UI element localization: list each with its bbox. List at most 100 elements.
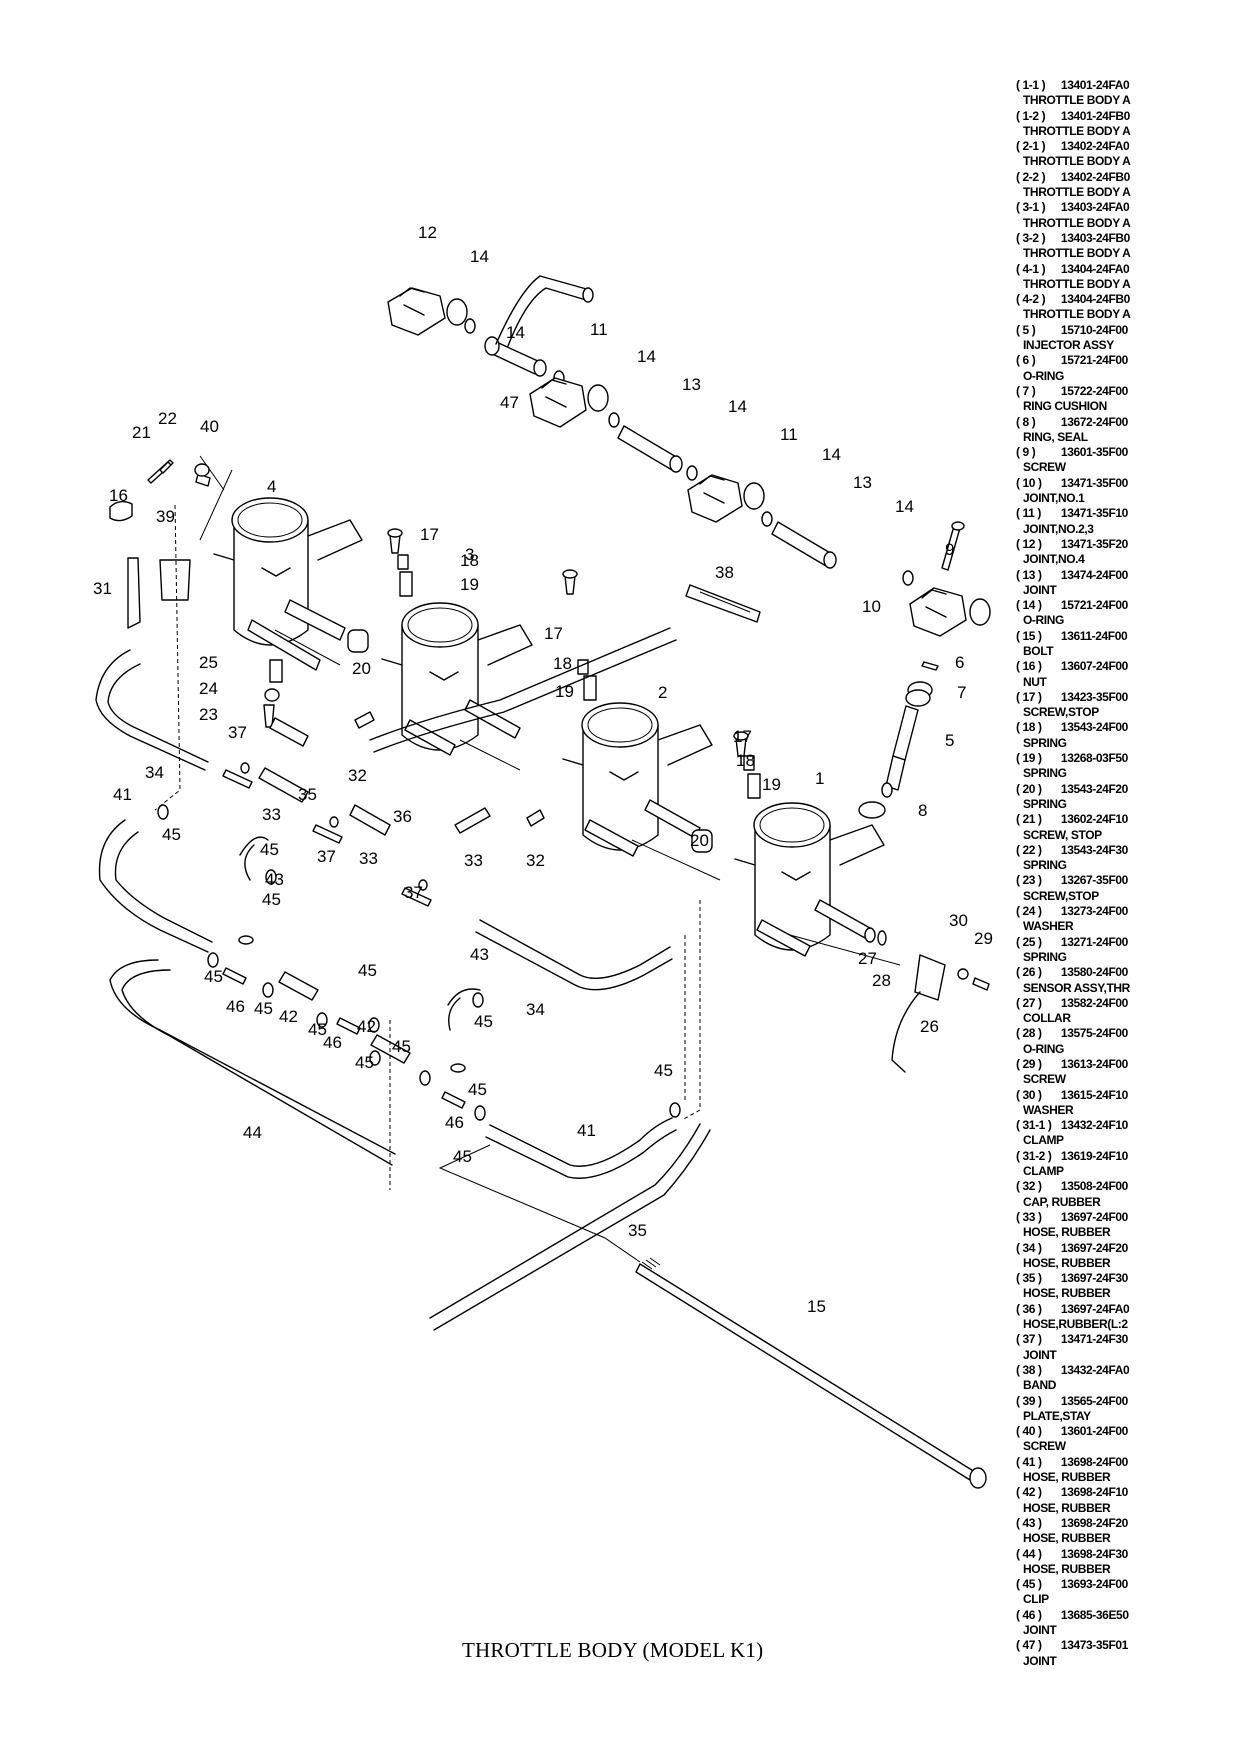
parts-list-item-header: ( 39 ) 13565-24F00: [1016, 1394, 1238, 1409]
part-name: JOINT: [1023, 1347, 1057, 1362]
part-name: THROTTLE BODY A: [1023, 307, 1131, 322]
part-name: WASHER: [1023, 919, 1074, 934]
part-name: THROTTLE BODY A: [1023, 185, 1131, 200]
callout-label: 5: [945, 731, 954, 750]
callout-label: 1: [815, 769, 824, 788]
callout-label: 14: [822, 445, 841, 464]
part-name: HOSE, RUBBER: [1023, 1500, 1111, 1515]
part-number: 13575-24F00: [1058, 1026, 1128, 1041]
part-ref-number: ( 3-1 ): [1016, 200, 1046, 215]
callout-label: 34: [145, 763, 164, 782]
part-number: 13402-24FA0: [1058, 139, 1130, 154]
callout-label: 19: [762, 775, 781, 794]
callout-label: 45: [262, 890, 281, 909]
part-name: BAND: [1023, 1378, 1057, 1393]
o-ring: [464, 318, 476, 334]
callout-label: 22: [158, 409, 177, 428]
throttle-body-3: [381, 602, 533, 756]
callout-label: 13: [853, 473, 872, 492]
part-name: WASHER: [1023, 1102, 1074, 1117]
part-name: SPRING: [1023, 949, 1067, 964]
part-name: SPRING: [1023, 858, 1067, 873]
parts-list-item-header: ( 23 ) 13267-35F00: [1016, 873, 1238, 888]
part-ref-number: ( 1-1 ): [1016, 78, 1046, 92]
parts-list-item-header: ( 19 ) 13268-03F50: [1016, 751, 1238, 766]
part-number: 13582-24F00: [1058, 995, 1128, 1010]
parts-list-item-header: ( 38 ) 13432-24FA0: [1016, 1363, 1238, 1378]
joint-no1: [909, 587, 991, 637]
parts-list-item-header: ( 41 ) 13698-24F00: [1016, 1455, 1238, 1470]
part-name: CAP, RUBBER: [1023, 1194, 1101, 1209]
part-name: THROTTLE BODY A: [1023, 276, 1131, 291]
part-name: THROTTLE BODY A: [1023, 246, 1131, 261]
callout-label: 40: [200, 417, 219, 436]
parts-list-item-header: ( 24 ) 13273-24F00: [1016, 904, 1238, 919]
part-ref-number: ( 44 ): [1016, 1546, 1042, 1561]
part-name: HOSE,RUBBER(L:2: [1023, 1317, 1128, 1332]
part-ref-number: ( 47 ): [1016, 1638, 1042, 1653]
part-number: 13698-24F20: [1058, 1515, 1128, 1530]
part-ref-number: ( 3-2 ): [1016, 230, 1046, 245]
callout-label: 47: [500, 393, 519, 412]
callout-label: 32: [526, 851, 545, 870]
joint-no23: [687, 474, 765, 523]
callout-label: 35: [298, 785, 317, 804]
part-name: JOINT,NO.1: [1023, 491, 1085, 506]
part-name: THROTTLE BODY A: [1023, 154, 1131, 169]
callout-label: 37: [404, 883, 423, 902]
part-name: JOINT,NO.2,3: [1023, 521, 1094, 536]
part-number: 13432-24FA0: [1058, 1362, 1130, 1377]
part-ref-number: ( 37 ): [1016, 1332, 1042, 1347]
callout-label: 32: [348, 766, 367, 785]
part-ref-number: ( 30 ): [1016, 1087, 1042, 1102]
parts-list-item-header: ( 1-2 ) 13401-24FB0: [1016, 109, 1238, 124]
part-name: THROTTLE BODY A: [1023, 93, 1131, 108]
part-name: THROTTLE BODY A: [1023, 123, 1131, 138]
parts-list-item-header: ( 37 ) 13471-24F30: [1016, 1332, 1238, 1347]
diagram-caption: THROTTLE BODY (MODEL K1): [462, 1638, 764, 1662]
part-number: 13697-24FA0: [1058, 1301, 1130, 1316]
part-number: 13543-24F30: [1058, 842, 1128, 857]
part-number: 13267-35F00: [1058, 873, 1128, 888]
part-ref-number: ( 18 ): [1016, 720, 1042, 735]
part-name: JOINT: [1023, 582, 1057, 597]
part-number: 13271-24F00: [1058, 934, 1128, 949]
o-ring: [761, 511, 773, 527]
joint-tube: [771, 521, 837, 569]
part-name: RING CUSHION: [1023, 399, 1107, 414]
callout-label: 7: [957, 683, 966, 702]
part-name: NUT: [1023, 674, 1047, 689]
parts-list-item-header: ( 33 ) 13697-24F00: [1016, 1210, 1238, 1225]
throttle-sensor: [864, 927, 990, 1073]
parts-list-item-header: ( 25 ) 13271-24F00: [1016, 935, 1238, 950]
band-38: [685, 584, 761, 623]
parts-list-item-header: ( 17 ) 13423-35F00: [1016, 690, 1238, 705]
parts-list-item-header: ( 2-1 ) 13402-24FA0: [1016, 139, 1238, 154]
parts-list-item-header: ( 32 ) 13508-24F00: [1016, 1179, 1238, 1194]
part-name: HOSE, RUBBER: [1023, 1225, 1111, 1240]
screw-9: [941, 521, 965, 571]
part-name: HOSE, RUBBER: [1023, 1561, 1111, 1576]
parts-list-item-header: ( 45 ) 13693-24F00: [1016, 1577, 1238, 1592]
part-number: 13473-35F01: [1058, 1638, 1128, 1653]
callout-label: 10: [862, 597, 881, 616]
callout-label: 3: [465, 545, 474, 564]
part-name: SCREW: [1023, 1072, 1066, 1087]
part-name: SCREW: [1023, 1439, 1066, 1454]
